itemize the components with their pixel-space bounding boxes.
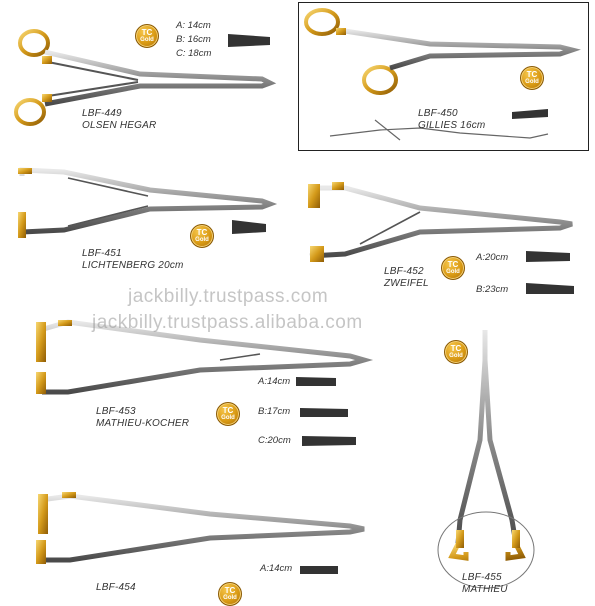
- lbf-453-size-c: C:20cm: [258, 435, 291, 446]
- lbf-452-name: ZWEIFEL: [384, 278, 429, 289]
- mathieu-vertical-instrument: [437, 330, 535, 589]
- lbf-455-name: MATHIEU: [462, 584, 508, 595]
- lbf-452-size-b: B:23cm: [476, 284, 509, 295]
- zweifel-instrument: [308, 182, 574, 294]
- lbf-450-label: LBF-450 GILLIES 16cm: [418, 108, 485, 132]
- lbf-451-name: LICHTENBERG 20cm: [82, 260, 184, 271]
- lichtenberg-instrument: [18, 167, 278, 238]
- olsen-hegar-instrument: [14, 29, 277, 126]
- lbf-453-name: MATHIEU-KOCHER: [96, 418, 190, 429]
- lbf-453-code: LBF-453: [96, 406, 136, 417]
- watermark-line-2: jackbilly.trustpass.alibaba.com: [92, 312, 363, 333]
- gillies-instrument: [304, 8, 581, 141]
- lbf-449-size-a: A: 14cm: [176, 20, 211, 31]
- lbf-453-label: LBF-453 MATHIEU-KOCHER: [96, 406, 189, 430]
- lbf-453-size-b: B:17cm: [258, 406, 291, 417]
- lbf-451-code: LBF-451: [82, 248, 122, 259]
- watermark-line-1: jackbilly.trustpass.com: [128, 286, 329, 307]
- mathieu-kocher-instrument: [36, 319, 374, 446]
- lbf-449-code: LBF-449: [82, 108, 122, 119]
- lbf-455-code: LBF-455: [462, 572, 502, 583]
- lbf-450-name: GILLIES 16cm: [418, 120, 486, 131]
- lbf-449-name: OLSEN HEGAR: [82, 120, 157, 131]
- lbf-450-code: LBF-450: [418, 108, 458, 119]
- lbf-454-size-a: A:14cm: [260, 563, 293, 574]
- lbf-449-size-b: B: 16cm: [176, 34, 211, 45]
- lbf-452-size-a: A:20cm: [476, 252, 509, 263]
- lbf-454-code: LBF-454: [96, 582, 136, 593]
- gillies-frame: [298, 2, 589, 151]
- lbf-452-code: LBF-452: [384, 266, 424, 277]
- lbf-452-label: LBF-452 ZWEIFEL: [384, 266, 429, 290]
- lbf-453-size-a: A:14cm: [258, 376, 291, 387]
- lbf-451-label: LBF-451 LICHTENBERG 20cm: [82, 248, 184, 272]
- lbf-455-label: LBF-455 MATHIEU: [462, 572, 508, 596]
- lbf-454-instrument: [36, 492, 365, 574]
- lbf-449-size-c: C: 18cm: [176, 48, 212, 59]
- lbf-449-label: LBF-449 OLSEN HEGAR: [82, 108, 156, 132]
- lbf-454-label: LBF-454: [96, 582, 136, 594]
